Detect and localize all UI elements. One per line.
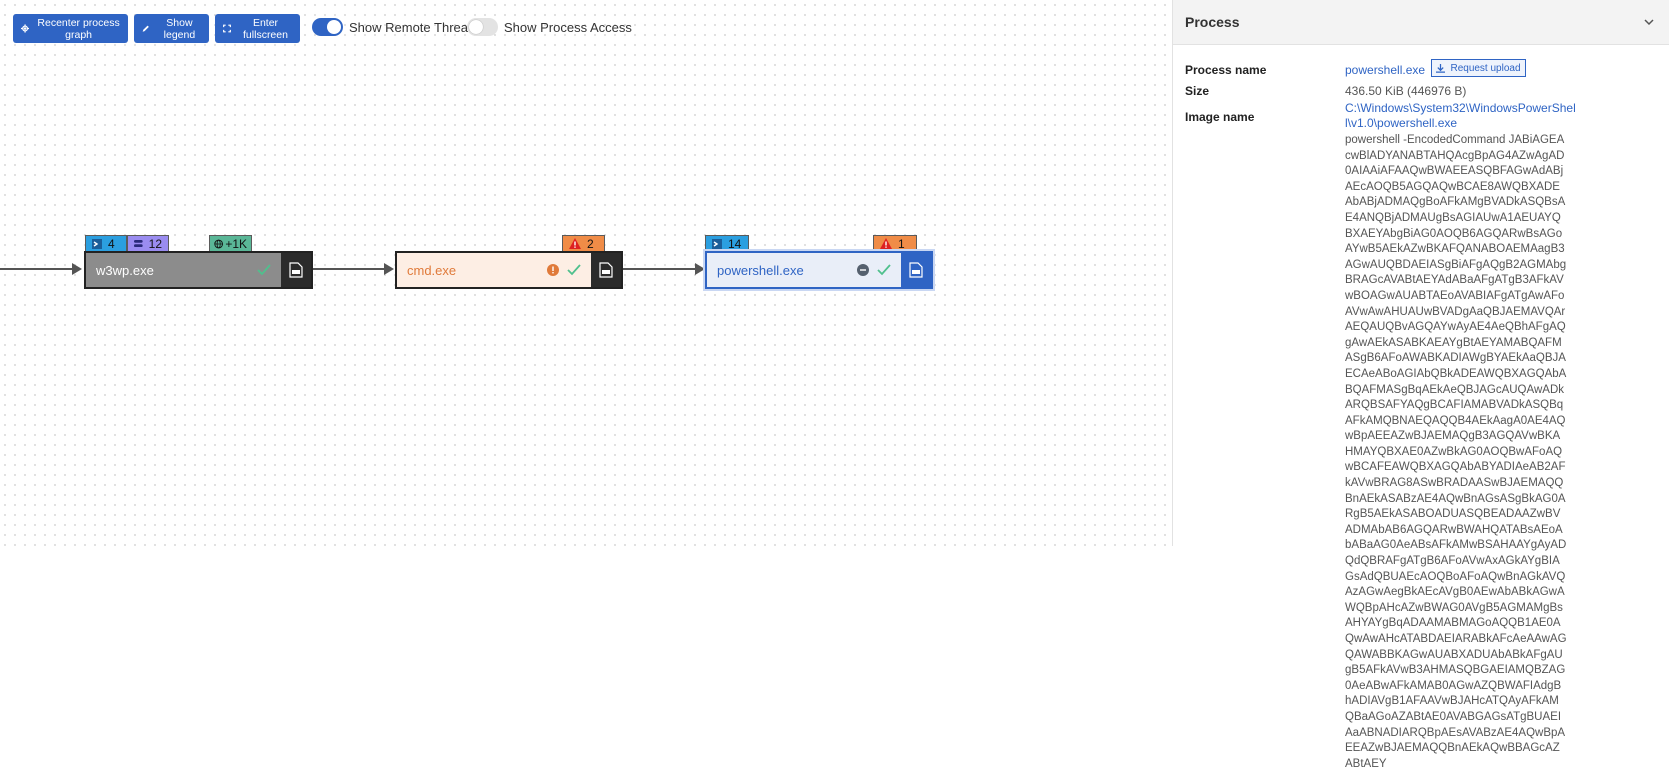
alert-count: 2: [587, 236, 594, 251]
thread-count-badge[interactable]: 12: [127, 235, 169, 252]
panel-title: Process: [1185, 14, 1240, 30]
edge-cmd-powershell: [623, 268, 697, 270]
globe-icon: [214, 239, 224, 248]
file-icon[interactable]: [281, 253, 311, 287]
request-upload-label: Request upload: [1450, 62, 1521, 74]
alert-count-badge[interactable]: 1: [873, 235, 917, 252]
enter-fullscreen-button[interactable]: Enter fullscreen: [215, 14, 300, 43]
recenter-graph-label: Recenter process graph: [37, 16, 120, 41]
alert-count-badge[interactable]: 2: [562, 235, 605, 252]
crosshair-icon: [21, 24, 30, 33]
terminal-icon: [92, 238, 102, 249]
fullscreen-icon: [223, 24, 231, 33]
alert-count: 1: [898, 236, 905, 251]
image-name-link[interactable]: C:\Windows\System32\WindowsPowerShell\v1…: [1345, 101, 1576, 130]
module-count: 4: [108, 236, 115, 251]
module-count-badge[interactable]: 14: [705, 235, 749, 252]
show-legend-label: Show legend: [163, 16, 196, 41]
thread-count: 12: [148, 236, 162, 251]
recenter-graph-button[interactable]: Recenter process graph: [13, 14, 128, 43]
chevron-down-icon[interactable]: [1643, 16, 1655, 28]
check-icon: [877, 264, 891, 276]
process-node-w3wp[interactable]: w3wp.exe: [84, 251, 313, 289]
process-access-switch[interactable]: [467, 18, 498, 36]
process-node-cmd[interactable]: cmd.exe: [395, 251, 623, 289]
image-name-label: Image name: [1185, 110, 1255, 124]
terminal-icon: [712, 238, 722, 249]
file-icon[interactable]: [591, 253, 621, 287]
process-access-toggle[interactable]: Show Process Access: [467, 18, 632, 36]
process-node-powershell[interactable]: powershell.exe: [705, 251, 933, 289]
network-count-badge[interactable]: +1K: [209, 235, 252, 252]
node-name: cmd.exe: [407, 262, 457, 278]
remote-threads-toggle[interactable]: Show Remote Threads: [312, 18, 482, 36]
check-icon: [567, 264, 581, 276]
remote-threads-switch[interactable]: [312, 18, 343, 36]
pencil-icon: [142, 25, 149, 32]
file-icon[interactable]: [901, 253, 931, 287]
enter-fullscreen-label: Enter fullscreen: [243, 16, 288, 41]
request-upload-button[interactable]: Request upload: [1431, 59, 1526, 77]
size-value: 436.50 KiB (446976 B): [1345, 84, 1467, 98]
node-name: powershell.exe: [717, 262, 804, 278]
check-icon: [257, 264, 271, 276]
network-count: +1K: [225, 236, 247, 251]
show-legend-button[interactable]: Show legend: [134, 14, 209, 43]
arrow-head: [72, 263, 82, 275]
arrow-head: [384, 263, 394, 275]
edge-w3wp-cmd: [313, 268, 386, 270]
process-access-label: Show Process Access: [504, 19, 632, 35]
process-details-panel: Process Process name powershell.exe Requ…: [1173, 0, 1669, 770]
command-line-text: powershell -EncodedCommand JABiAGEAcwBlA…: [1345, 134, 1567, 770]
node-name: w3wp.exe: [96, 262, 154, 278]
remote-threads-label: Show Remote Threads: [349, 19, 482, 35]
arrow-head: [695, 263, 705, 275]
module-count-badge[interactable]: 4: [85, 235, 127, 252]
download-icon: [1436, 63, 1446, 73]
edge-incoming: [0, 268, 75, 270]
threads-icon: [134, 239, 143, 248]
warning-icon: [569, 238, 581, 249]
warning-icon: [880, 238, 892, 249]
warning-circle-icon: [547, 264, 559, 276]
size-label: Size: [1185, 84, 1210, 98]
panel-header[interactable]: Process: [1173, 0, 1669, 45]
module-count: 14: [728, 236, 742, 251]
process-graph-canvas[interactable]: Recenter process graph Show legend Enter…: [0, 0, 1173, 546]
process-name-label: Process name: [1185, 63, 1267, 77]
minus-circle-icon: [857, 264, 869, 276]
process-name-link[interactable]: powershell.exe: [1345, 63, 1426, 77]
